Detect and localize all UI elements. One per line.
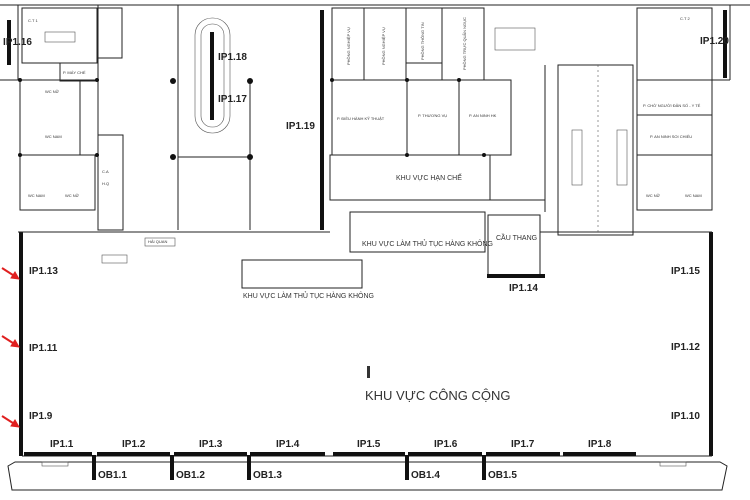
label-ob1-3: OB1.3 (253, 470, 282, 481)
label-ip1-10: IP1.10 (671, 411, 700, 422)
zone-checkin-upper: KHU VỰC LÀM THỦ TỤC HÀNG KHÔNG (362, 239, 493, 248)
label-ip1-11: IP1.11 (29, 343, 58, 354)
arrow-ip1-11 (1, 335, 20, 348)
label-ip1-16: IP1.16 (3, 37, 32, 48)
label-ip1-13: IP1.13 (29, 266, 58, 277)
arrow-ip1-9 (1, 415, 20, 428)
left-service-block (7, 5, 253, 264)
arrow-ip1-13 (1, 267, 20, 280)
label-ip1-14: IP1.14 (509, 283, 538, 294)
room-p-nghiep-vu-2: PHÒNG NGHIỆP VỤ (381, 27, 386, 65)
room-p-an-ninh-soi: P. AN NINH SOI CHIẾU (650, 134, 692, 139)
room-hai-quan: HẢI QUAN (148, 239, 167, 244)
zone-public: KHU VỰC CÔNG CỘNG (365, 388, 510, 403)
room-p-thuong-vu: P. THƯƠNG VỤ (418, 113, 447, 118)
label-ip1-5: IP1.5 (357, 439, 381, 450)
label-ip1-15: IP1.15 (671, 266, 700, 277)
gate-walls (24, 452, 687, 480)
room-p-may-che: P. MÁY CHẾ (63, 70, 86, 75)
checkin-area (241, 211, 545, 289)
label-ip1-19: IP1.19 (286, 121, 315, 132)
label-ob1-1: OB1.1 (98, 470, 127, 481)
label-ob1-2: OB1.2 (176, 470, 205, 481)
room-p-an-ninh-hk: P. AN NINH HK (469, 113, 497, 118)
room-wc-nu-1: WC NỮ (45, 89, 60, 94)
escalator-oval (194, 17, 231, 134)
label-ip1-20: IP1.20 (700, 36, 729, 47)
label-ob1-5: OB1.5 (488, 470, 517, 481)
label-ip1-4: IP1.4 (276, 439, 300, 450)
room-wc-nam-2: WC NAM (28, 193, 45, 198)
label-ip1-12: IP1.12 (671, 342, 700, 353)
room-p-truc: PHÒNG TRỰC QUẦN NGỤC (462, 17, 467, 70)
stairs-label: CẦU THANG (496, 232, 537, 242)
label-ip1-17: IP1.17 (218, 94, 247, 105)
zone-checkin-lower: KHU VỰC LÀM THỦ TỤC HÀNG KHÔNG (243, 291, 374, 300)
room-wc-nu-3: WC NỮ (646, 193, 661, 198)
label-ob1-4: OB1.4 (411, 470, 440, 481)
room-ct1: C.T 1 (28, 18, 38, 23)
label-ip1-8: IP1.8 (588, 439, 612, 450)
right-block (636, 7, 727, 211)
label-ip1-18: IP1.18 (218, 52, 247, 63)
office-block (329, 7, 546, 212)
room-wc-nam-3: WC NAM (685, 193, 702, 198)
room-ct2: C.T 2 (680, 16, 690, 21)
room-p-thong-tin: PHÒNG THÔNG TIN (420, 22, 425, 60)
security-lanes (557, 64, 634, 236)
red-arrows (1, 267, 20, 428)
label-ip1-1: IP1.1 (50, 439, 74, 450)
label-ip1-2: IP1.2 (122, 439, 146, 450)
room-p-nghiep-vu-1: PHÒNG NGHIỆP VỤ (346, 27, 351, 65)
room-ca: C.A (102, 169, 109, 174)
zone-restricted: KHU VỰC HẠN CHẾ (396, 172, 462, 182)
room-hq: H.Q (102, 181, 109, 186)
room-wc-nu-2: WC NỮ (65, 193, 80, 198)
person-figure (367, 366, 370, 378)
room-p-cho: P. CHỜ NGƯỜI ĐÂN SỐ - Y TẾ (643, 103, 701, 108)
room-wc-nam-1: WC NAM (45, 134, 62, 139)
room-p-dieu-hanh: P. ĐIỀU HÀNH KỸ THUẬT (337, 116, 385, 121)
label-ip1-3: IP1.3 (199, 439, 223, 450)
label-ip1-9: IP1.9 (29, 411, 53, 422)
label-ip1-6: IP1.6 (434, 439, 458, 450)
label-ip1-7: IP1.7 (511, 439, 535, 450)
